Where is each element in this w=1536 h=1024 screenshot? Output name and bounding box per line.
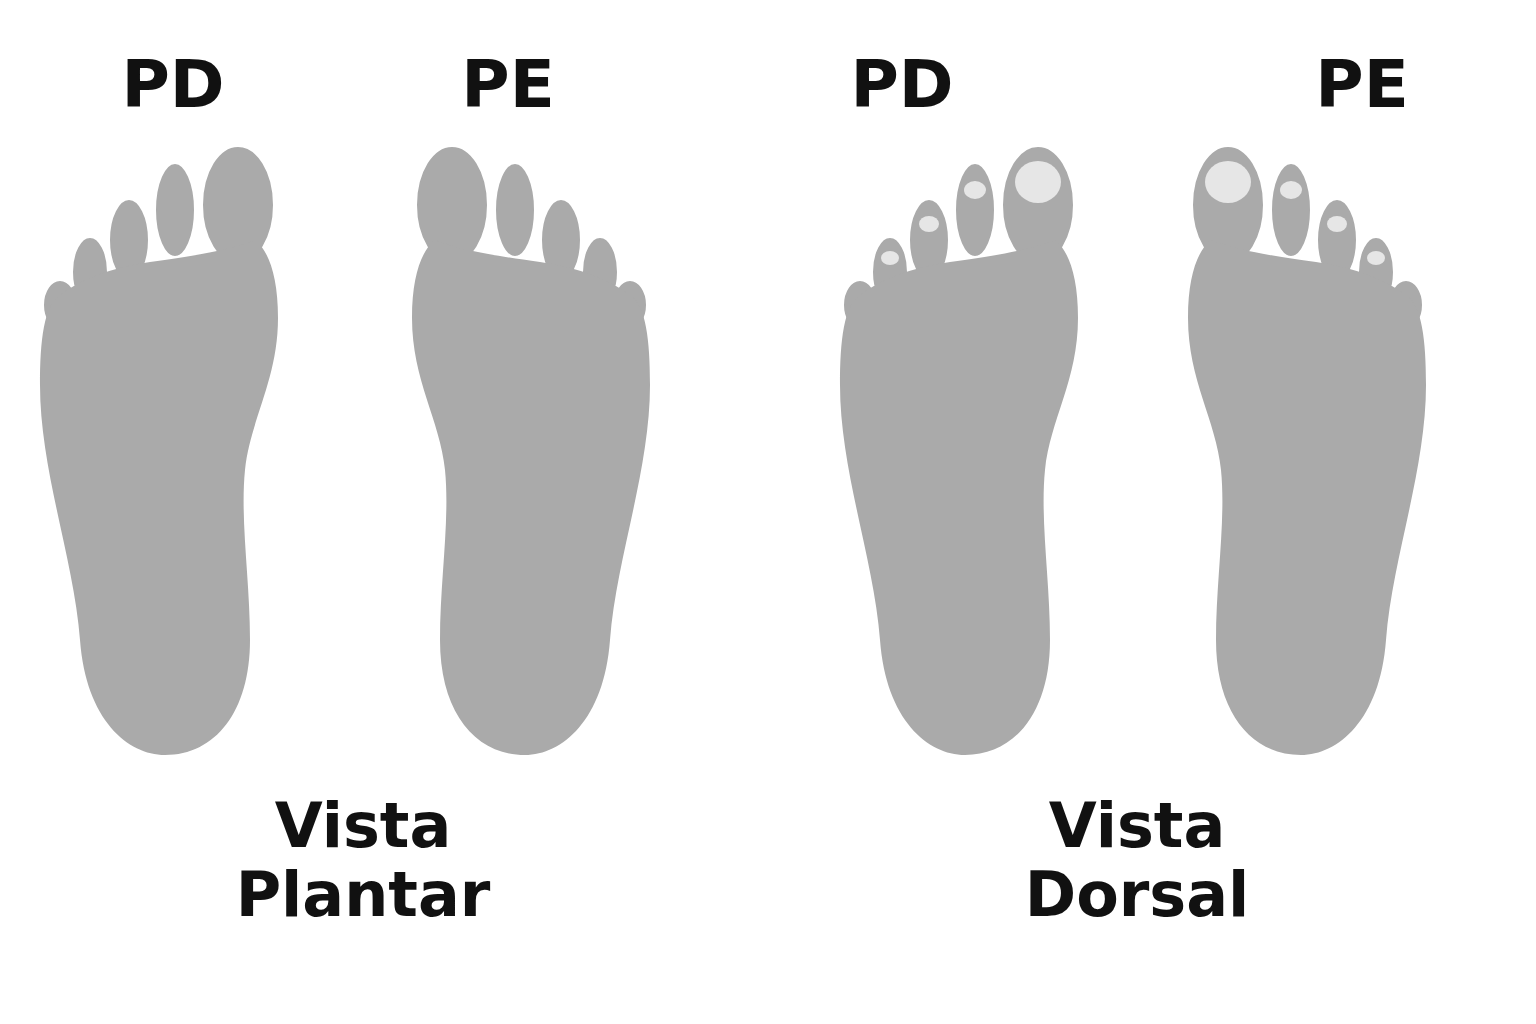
dorsal-left-foot	[1188, 145, 1426, 755]
plantar-left-foot	[412, 145, 650, 755]
foot-side-label: PD	[73, 48, 273, 122]
foot-side-label: PE	[1262, 48, 1462, 122]
foot-side-label: PD	[802, 48, 1002, 122]
plantar-right-foot	[40, 145, 278, 755]
foot-side-label: PE	[408, 48, 608, 122]
view-title: Vista Plantar	[213, 791, 513, 930]
dorsal-right-foot	[840, 145, 1078, 755]
view-title: Vista Dorsal	[987, 791, 1287, 930]
